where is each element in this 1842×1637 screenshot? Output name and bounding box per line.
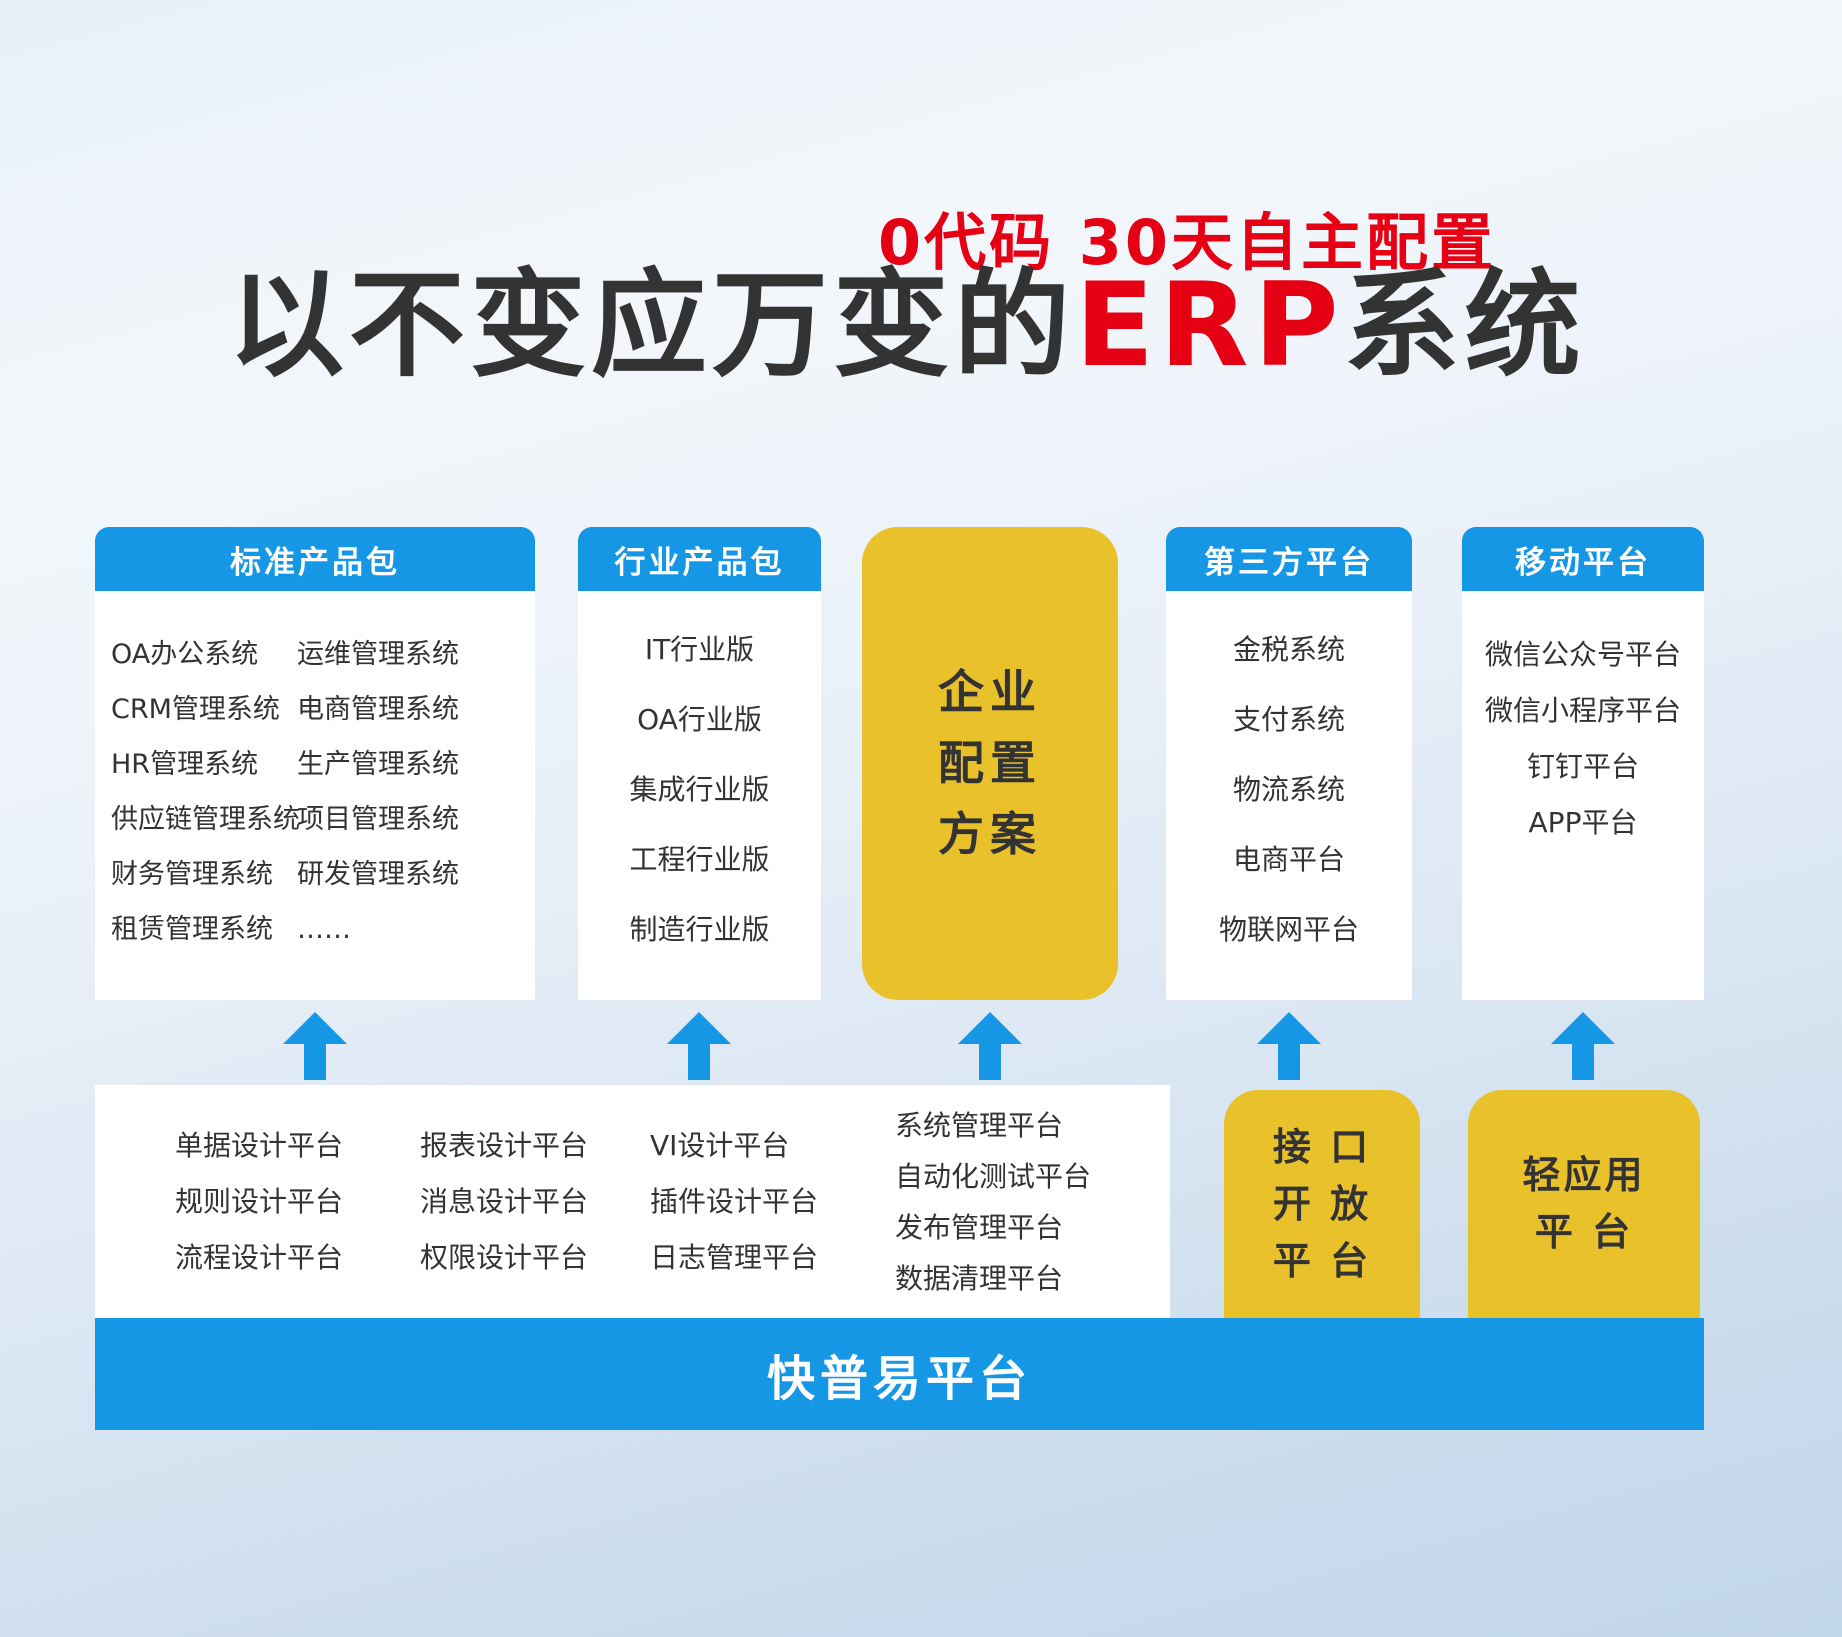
- list-item: 规则设计平台: [175, 1184, 344, 1218]
- list-item: 电商平台: [1232, 843, 1345, 876]
- arrow-stem: [688, 1044, 710, 1080]
- standard-products-header: 标准产品包: [95, 527, 535, 591]
- interface-open-platform-box: 接 口 开 放 平 台: [1224, 1090, 1420, 1318]
- list-item: 自动化测试平台: [895, 1159, 1092, 1193]
- list-item: 生产管理系统: [297, 749, 459, 780]
- up-arrow-icon: [1551, 1012, 1615, 1080]
- list-item: HR管理系统: [111, 749, 259, 780]
- industry-products-body: IT行业版 OA行业版 集成行业版 工程行业版 制造行业版: [578, 591, 821, 1000]
- list-item: 权限设计平台: [420, 1240, 589, 1274]
- list-item: 流程设计平台: [175, 1240, 344, 1274]
- list-item: 系统管理平台: [895, 1108, 1064, 1142]
- arrow-head: [283, 1012, 347, 1044]
- list-item: 电商管理系统: [297, 694, 459, 725]
- industry-products-header: 行业产品包: [578, 527, 821, 591]
- arrow-stem: [1278, 1044, 1300, 1080]
- list-item: 物联网平台: [1218, 913, 1359, 946]
- list-item: 插件设计平台: [650, 1184, 819, 1218]
- industry-products-card: 行业产品包 IT行业版 OA行业版 集成行业版 工程行业版 制造行业版: [578, 527, 821, 1000]
- design-platforms-col3: VI设计平台 插件设计平台 日志管理平台: [650, 1085, 818, 1318]
- solution-line: 方案: [938, 807, 1042, 862]
- list-item: 制造行业版: [629, 913, 770, 946]
- up-arrow-icon: [283, 1012, 347, 1080]
- list-item: 供应链管理系统: [111, 804, 300, 835]
- solution-line: 配置: [938, 735, 1042, 790]
- design-platforms-col4: 系统管理平台 自动化测试平台 发布管理平台 数据清理平台: [895, 1085, 1091, 1318]
- list-item: 微信公众号平台: [1484, 638, 1681, 671]
- side-box-line: 开 放: [1272, 1181, 1372, 1226]
- arrow-stem: [304, 1044, 326, 1080]
- mobile-platform-card: 移动平台 微信公众号平台 微信小程序平台 钉钉平台 APP平台: [1462, 527, 1704, 1000]
- design-platforms-box: 单据设计平台 规则设计平台 流程设计平台 报表设计平台 消息设计平台 权限设计平…: [95, 1085, 1170, 1318]
- list-item: 租赁管理系统: [111, 914, 273, 945]
- list-item: 集成行业版: [629, 773, 770, 806]
- standard-products-body: OA办公系统 CRM管理系统 HR管理系统 供应链管理系统 财务管理系统 租赁管…: [95, 591, 535, 1000]
- mobile-platform-header: 移动平台: [1462, 527, 1704, 591]
- list-item: IT行业版: [644, 633, 755, 666]
- list-item: CRM管理系统: [111, 694, 280, 725]
- kuaipuyi-platform-bar: 快普易平台: [95, 1318, 1704, 1430]
- list-item: 金税系统: [1232, 633, 1345, 666]
- list-item: 工程行业版: [629, 843, 770, 876]
- light-app-platform-box: 轻应用 平 台: [1468, 1090, 1700, 1318]
- up-arrow-icon: [958, 1012, 1022, 1080]
- arrow-stem: [1572, 1044, 1594, 1080]
- third-party-platform-header: 第三方平台: [1166, 527, 1412, 591]
- arrow-head: [667, 1012, 731, 1044]
- list-item: 钉钉平台: [1526, 750, 1639, 783]
- list-item: 支付系统: [1232, 703, 1345, 736]
- side-box-line: 平 台: [1534, 1210, 1634, 1254]
- solution-line: 企业: [938, 664, 1042, 719]
- standard-products-right-list: 运维管理系统 电商管理系统 生产管理系统 项目管理系统 研发管理系统 ……: [297, 627, 535, 1000]
- up-arrow-icon: [1257, 1012, 1321, 1080]
- list-item: 财务管理系统: [111, 859, 273, 890]
- mobile-platform-body: 微信公众号平台 微信小程序平台 钉钉平台 APP平台: [1462, 591, 1704, 1000]
- enterprise-config-solution-box: 企业 配置 方案: [862, 527, 1118, 1000]
- list-item: 项目管理系统: [297, 804, 459, 835]
- title-prefix: 以不变应万变的: [228, 258, 1075, 393]
- side-box-line: 平 台: [1272, 1238, 1372, 1283]
- list-item: 发布管理平台: [895, 1210, 1064, 1244]
- arrow-head: [1257, 1012, 1321, 1044]
- list-item: APP平台: [1528, 806, 1638, 839]
- arrow-head: [1551, 1012, 1615, 1044]
- design-platforms-col1: 单据设计平台 规则设计平台 流程设计平台: [175, 1085, 343, 1318]
- list-item: OA办公系统: [111, 639, 259, 670]
- list-item: 数据清理平台: [895, 1261, 1064, 1295]
- list-item: 微信小程序平台: [1484, 694, 1681, 727]
- standard-products-card: 标准产品包 OA办公系统 CRM管理系统 HR管理系统 供应链管理系统 财务管理…: [95, 527, 535, 1000]
- footer-label: 快普易平台: [766, 1351, 1032, 1407]
- list-item: 日志管理平台: [650, 1240, 819, 1274]
- list-item: VI设计平台: [650, 1128, 790, 1162]
- arrow-stem: [979, 1044, 1001, 1080]
- page-title: 以不变应万变的ERP系统: [228, 262, 1586, 390]
- list-item: 研发管理系统: [297, 859, 459, 890]
- tagline: 0代码 30天自主配置: [878, 206, 1497, 279]
- list-item: 物流系统: [1232, 773, 1345, 806]
- list-item: 消息设计平台: [420, 1184, 589, 1218]
- side-box-line: 轻应用: [1522, 1153, 1646, 1197]
- up-arrow-icon: [667, 1012, 731, 1080]
- list-item: ……: [297, 914, 351, 945]
- list-item: 运维管理系统: [297, 639, 459, 670]
- list-item: 单据设计平台: [175, 1128, 344, 1162]
- third-party-platform-body: 金税系统 支付系统 物流系统 电商平台 物联网平台: [1166, 591, 1412, 1000]
- standard-products-left-list: OA办公系统 CRM管理系统 HR管理系统 供应链管理系统 财务管理系统 租赁管…: [111, 627, 300, 1000]
- list-item: 报表设计平台: [420, 1128, 589, 1162]
- title-highlight-erp: ERP: [1075, 258, 1344, 393]
- list-item: OA行业版: [637, 703, 762, 736]
- design-platforms-col2: 报表设计平台 消息设计平台 权限设计平台: [420, 1085, 588, 1318]
- arrow-head: [958, 1012, 1022, 1044]
- third-party-platform-card: 第三方平台 金税系统 支付系统 物流系统 电商平台 物联网平台: [1166, 527, 1412, 1000]
- title-suffix: 系统: [1343, 258, 1586, 393]
- side-box-line: 接 口: [1272, 1124, 1372, 1169]
